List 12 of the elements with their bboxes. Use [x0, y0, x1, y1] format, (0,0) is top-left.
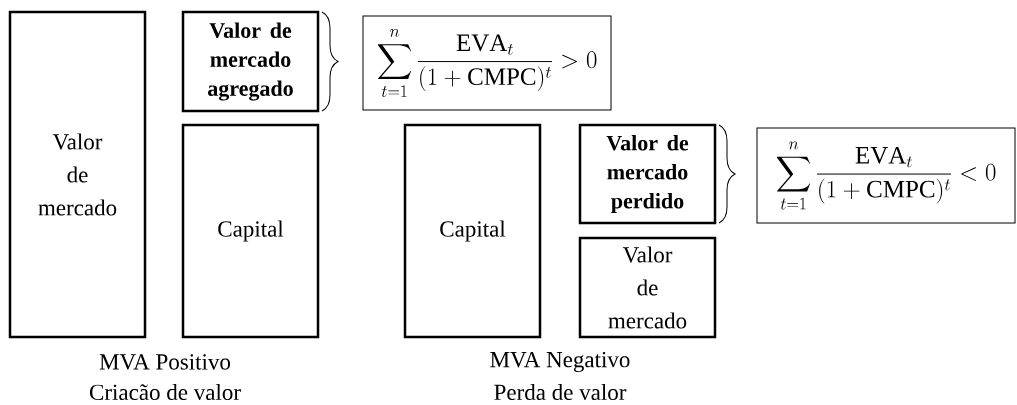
caption: Criacão de valor [89, 383, 241, 401]
value-box: Valor de mercado [578, 236, 717, 339]
formula-box: $\sum_{t=1}^{n}\frac{\mathrm{EVA}_{t}}{(1+\mathrm{CMPC})^{t}} < 0$ [756, 127, 1016, 224]
value-box: Capital [181, 123, 320, 339]
caption: MVA Positivo [99, 354, 231, 370]
value-box: Capital [403, 123, 542, 339]
formula-box: $\sum_{t=1}^{n}\frac{\mathrm{EVA}_{t}}{(1+\mathrm{CMPC})^{t}} > 0$ [362, 15, 612, 111]
label-box: Valor de mercado perdido [578, 123, 717, 225]
label-box: Valor de mercado agregado [181, 10, 320, 113]
caption: Perda de valor [494, 383, 627, 401]
caption: MVA Negativo [490, 351, 630, 373]
value-box: Valor de mercado [8, 10, 147, 339]
